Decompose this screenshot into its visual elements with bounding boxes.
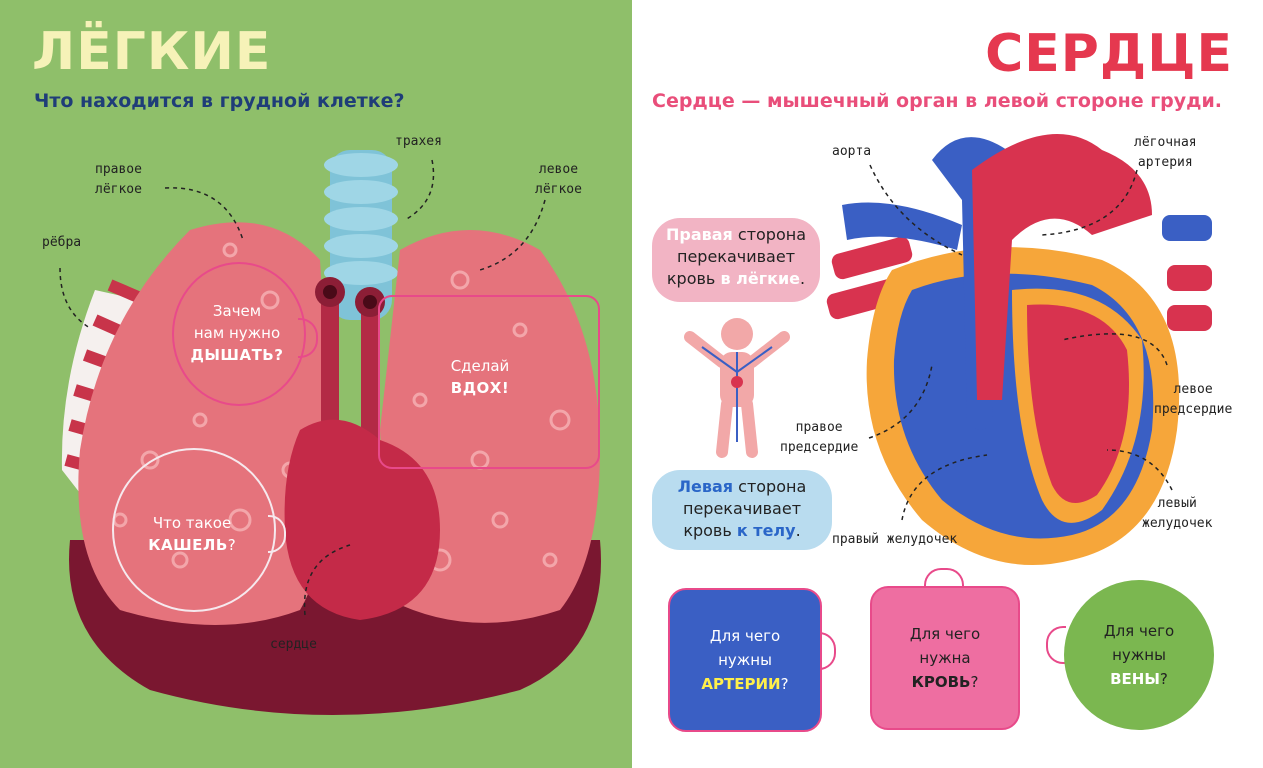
page-subtitle-lungs: Что находится в грудной клетке?	[34, 90, 405, 112]
pulmonary-artery-shape	[972, 134, 1152, 400]
blood-card[interactable]: Для чего нужна КРОВЬ?	[870, 586, 1020, 730]
page-subtitle-heart: Сердце — мышечный орган в левой стороне …	[652, 90, 1223, 112]
label-right-atrium: правое предсердие	[780, 420, 859, 455]
page-title-lungs: ЛЁГКИЕ	[32, 22, 272, 82]
label-trachea: трахея	[395, 134, 442, 149]
label-ribs: рёбра	[42, 235, 82, 250]
trachea-shape	[324, 150, 398, 320]
label-left-lung: левое лёгкое	[535, 162, 582, 197]
label-aorta: аорта	[832, 144, 872, 159]
bubble-right-side: Правая сторона перекачивает кровь в лёгк…	[652, 218, 820, 302]
label-left-atrium: левое предсердие	[1154, 382, 1233, 417]
question-cough[interactable]: Что такое КАШЕЛЬ?	[148, 514, 236, 554]
label-pulmonary-artery: лёгочная артерия	[1134, 135, 1197, 170]
label-arrows	[59, 159, 546, 616]
heart-shape	[284, 419, 440, 620]
question-breathe[interactable]: Зачем нам нужно ДЫШАТЬ?	[190, 302, 284, 364]
blood-card-tab[interactable]	[924, 568, 964, 590]
lungs-page: ЛЁГКИЕ Что находится в грудной клетке?	[0, 0, 632, 768]
heart-illustration	[826, 134, 1212, 565]
arteries-card[interactable]: Для чего нужны АРТЕРИИ?	[668, 588, 822, 732]
heart-page: СЕРДЦЕ Сердце — мышечный орган в левой с…	[632, 0, 1263, 768]
veins-card[interactable]: Для чего нужны ВЕНЫ?	[1064, 580, 1214, 730]
label-heart: сердце	[270, 637, 317, 652]
label-left-ventricle: левый желудочек	[1142, 496, 1213, 531]
label-right-lung: правое лёгкое	[95, 162, 142, 197]
question-inhale-frame[interactable]	[378, 295, 600, 469]
question-inhale[interactable]: Сделай ВДОХ!	[450, 357, 510, 397]
page-title-heart: СЕРДЦЕ	[985, 24, 1233, 84]
bubble-left-side: Левая сторона перекачивает кровь к телу.	[652, 470, 832, 550]
label-arrows-heart	[868, 164, 1173, 521]
body-figure-icon	[684, 318, 790, 458]
label-right-ventricle: правый желудочек	[832, 532, 958, 547]
